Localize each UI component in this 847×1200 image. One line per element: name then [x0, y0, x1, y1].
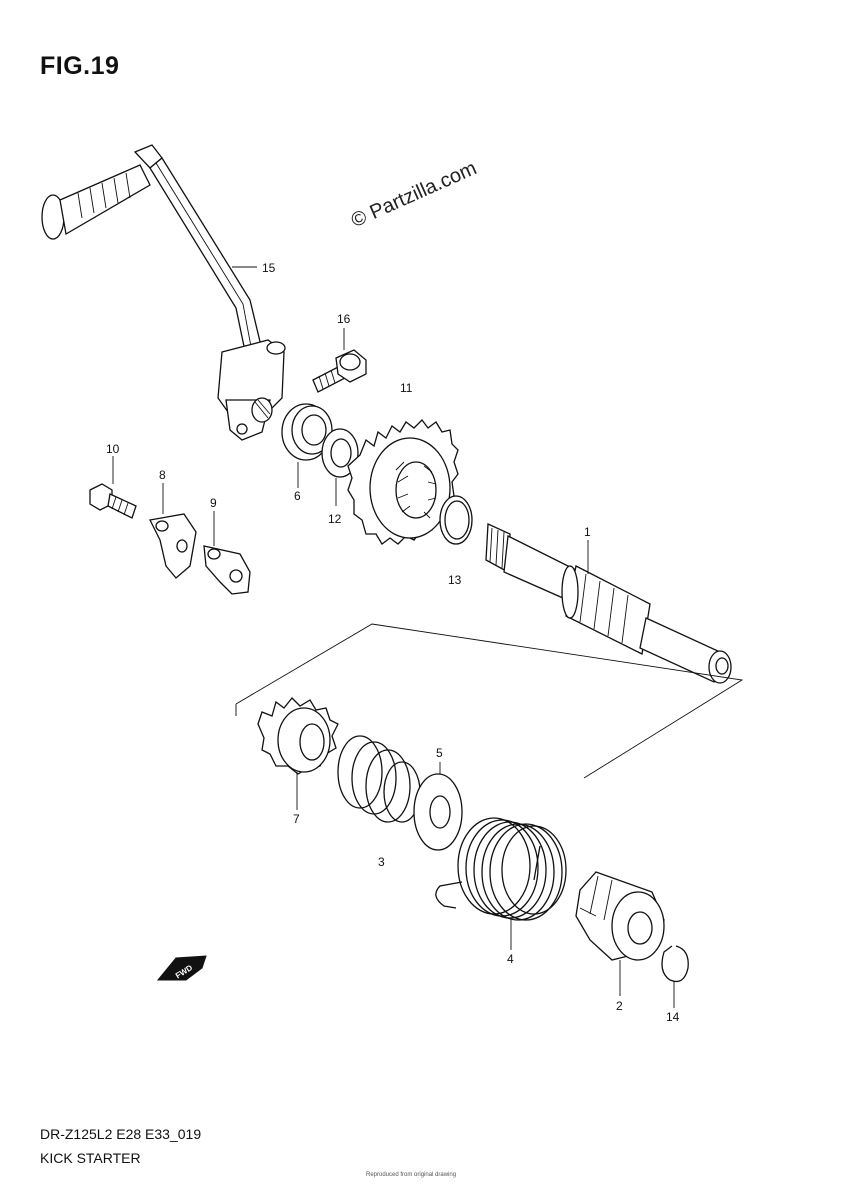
callout-16: 16: [337, 312, 351, 326]
part-plate-9: [203, 545, 251, 595]
fwd-arrow-icon: FWD: [156, 955, 207, 981]
callout-8: 8: [159, 468, 166, 482]
part-guide-2: [575, 871, 665, 961]
callout-12: 12: [328, 512, 342, 526]
callout-4: 4: [507, 952, 514, 966]
callout-3: 3: [378, 855, 385, 869]
callout-15: 15: [262, 261, 276, 275]
callout-11: 11: [400, 381, 413, 395]
part-washer-5: [413, 773, 463, 851]
part-plate-8: [149, 513, 197, 579]
figure-title: FIG.19: [40, 52, 120, 80]
callout-9: 9: [210, 496, 217, 510]
drawing-title: KICK STARTER: [40, 1150, 141, 1166]
part-oil-seal-6: [281, 403, 333, 461]
part-bolt-10: [89, 483, 137, 519]
callout-5: 5: [436, 746, 443, 760]
callout-7: 7: [293, 812, 300, 826]
part-circlip-14: [661, 945, 689, 983]
callout-14: 14: [666, 1010, 680, 1024]
part-kick-shaft-1: [485, 523, 732, 684]
callout-10: 10: [106, 442, 120, 456]
drawing-code: DR-Z125L2 E28 E33_019: [40, 1126, 202, 1142]
callout-6: 6: [294, 489, 301, 503]
callout-1: 1: [584, 525, 591, 539]
part-bolt-16: [312, 349, 367, 393]
callout-13: 13: [448, 573, 462, 587]
part-circlip-13: [439, 495, 473, 545]
subassembly-outline: [235, 623, 744, 779]
part-spring-3: [337, 735, 421, 823]
part-ratchet-7: [257, 697, 339, 775]
part-kick-gear-11: [347, 419, 459, 545]
reproduction-note: Reproduced from original drawing: [366, 1172, 457, 1178]
callout-2: 2: [616, 999, 623, 1013]
part-kick-spring-4: [435, 817, 567, 921]
part-kick-lever: [41, 144, 286, 441]
